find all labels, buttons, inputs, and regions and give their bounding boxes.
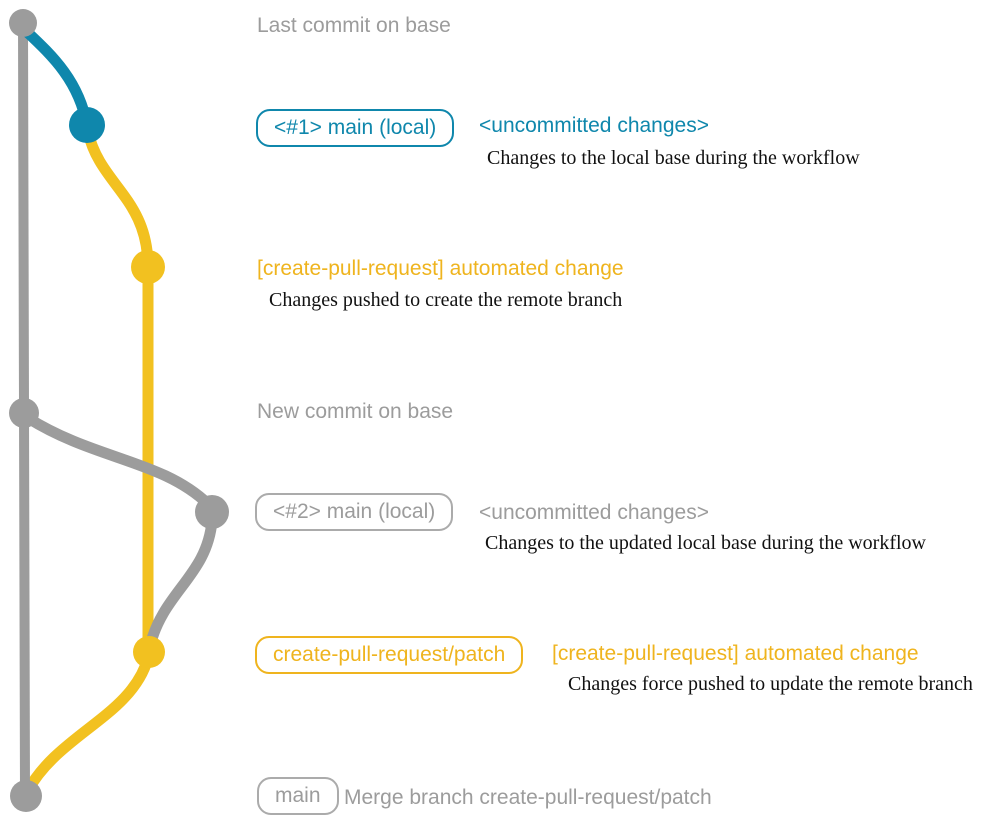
label-uncommitted-changes-2: <uncommitted changes> (479, 501, 709, 524)
label-automated-change-2: [create-pull-request] automated change (552, 642, 919, 665)
badge-main: main (257, 777, 339, 815)
branch-line-yellow-from-local-main-1 (82, 126, 154, 273)
desc-force-pushed-update-remote: Changes force pushed to update the remot… (568, 673, 973, 695)
commit-dot-last-commit-on-base (9, 9, 37, 37)
label-last-commit-on-base: Last commit on base (257, 14, 451, 37)
branch-line-gray-rebase-into-patch (144, 515, 218, 652)
label-merge-branch: Merge branch create-pull-request/patch (344, 786, 712, 809)
commit-dot-local-main-1 (69, 107, 105, 143)
branch-line-gray-to-local-main-2 (22, 412, 214, 510)
commit-dot-remote-branch-created (131, 250, 165, 284)
commit-dot-new-commit-on-base (9, 398, 39, 428)
commit-dot-remote-branch-force-pushed (133, 636, 165, 668)
desc-local-base-changes: Changes to the local base during the wor… (487, 147, 860, 169)
desc-pushed-create-remote: Changes pushed to create the remote bran… (269, 289, 623, 311)
label-uncommitted-changes-1: <uncommitted changes> (479, 114, 709, 137)
commit-dot-merge-commit (10, 780, 42, 812)
badge-patch-branch: create-pull-request/patch (255, 636, 524, 674)
label-new-commit-on-base: New commit on base (257, 400, 454, 423)
badge-main-local-2: <#2> main (local) (255, 493, 454, 531)
desc-updated-local-base-changes: Changes to the updated local base during… (485, 532, 926, 554)
commit-dot-local-main-2 (195, 495, 229, 529)
label-automated-change-1: [create-pull-request] automated change (257, 257, 624, 280)
branch-line-yellow-merge-into-base (21, 652, 154, 798)
badge-main-local-1: <#1> main (local) (256, 109, 455, 147)
